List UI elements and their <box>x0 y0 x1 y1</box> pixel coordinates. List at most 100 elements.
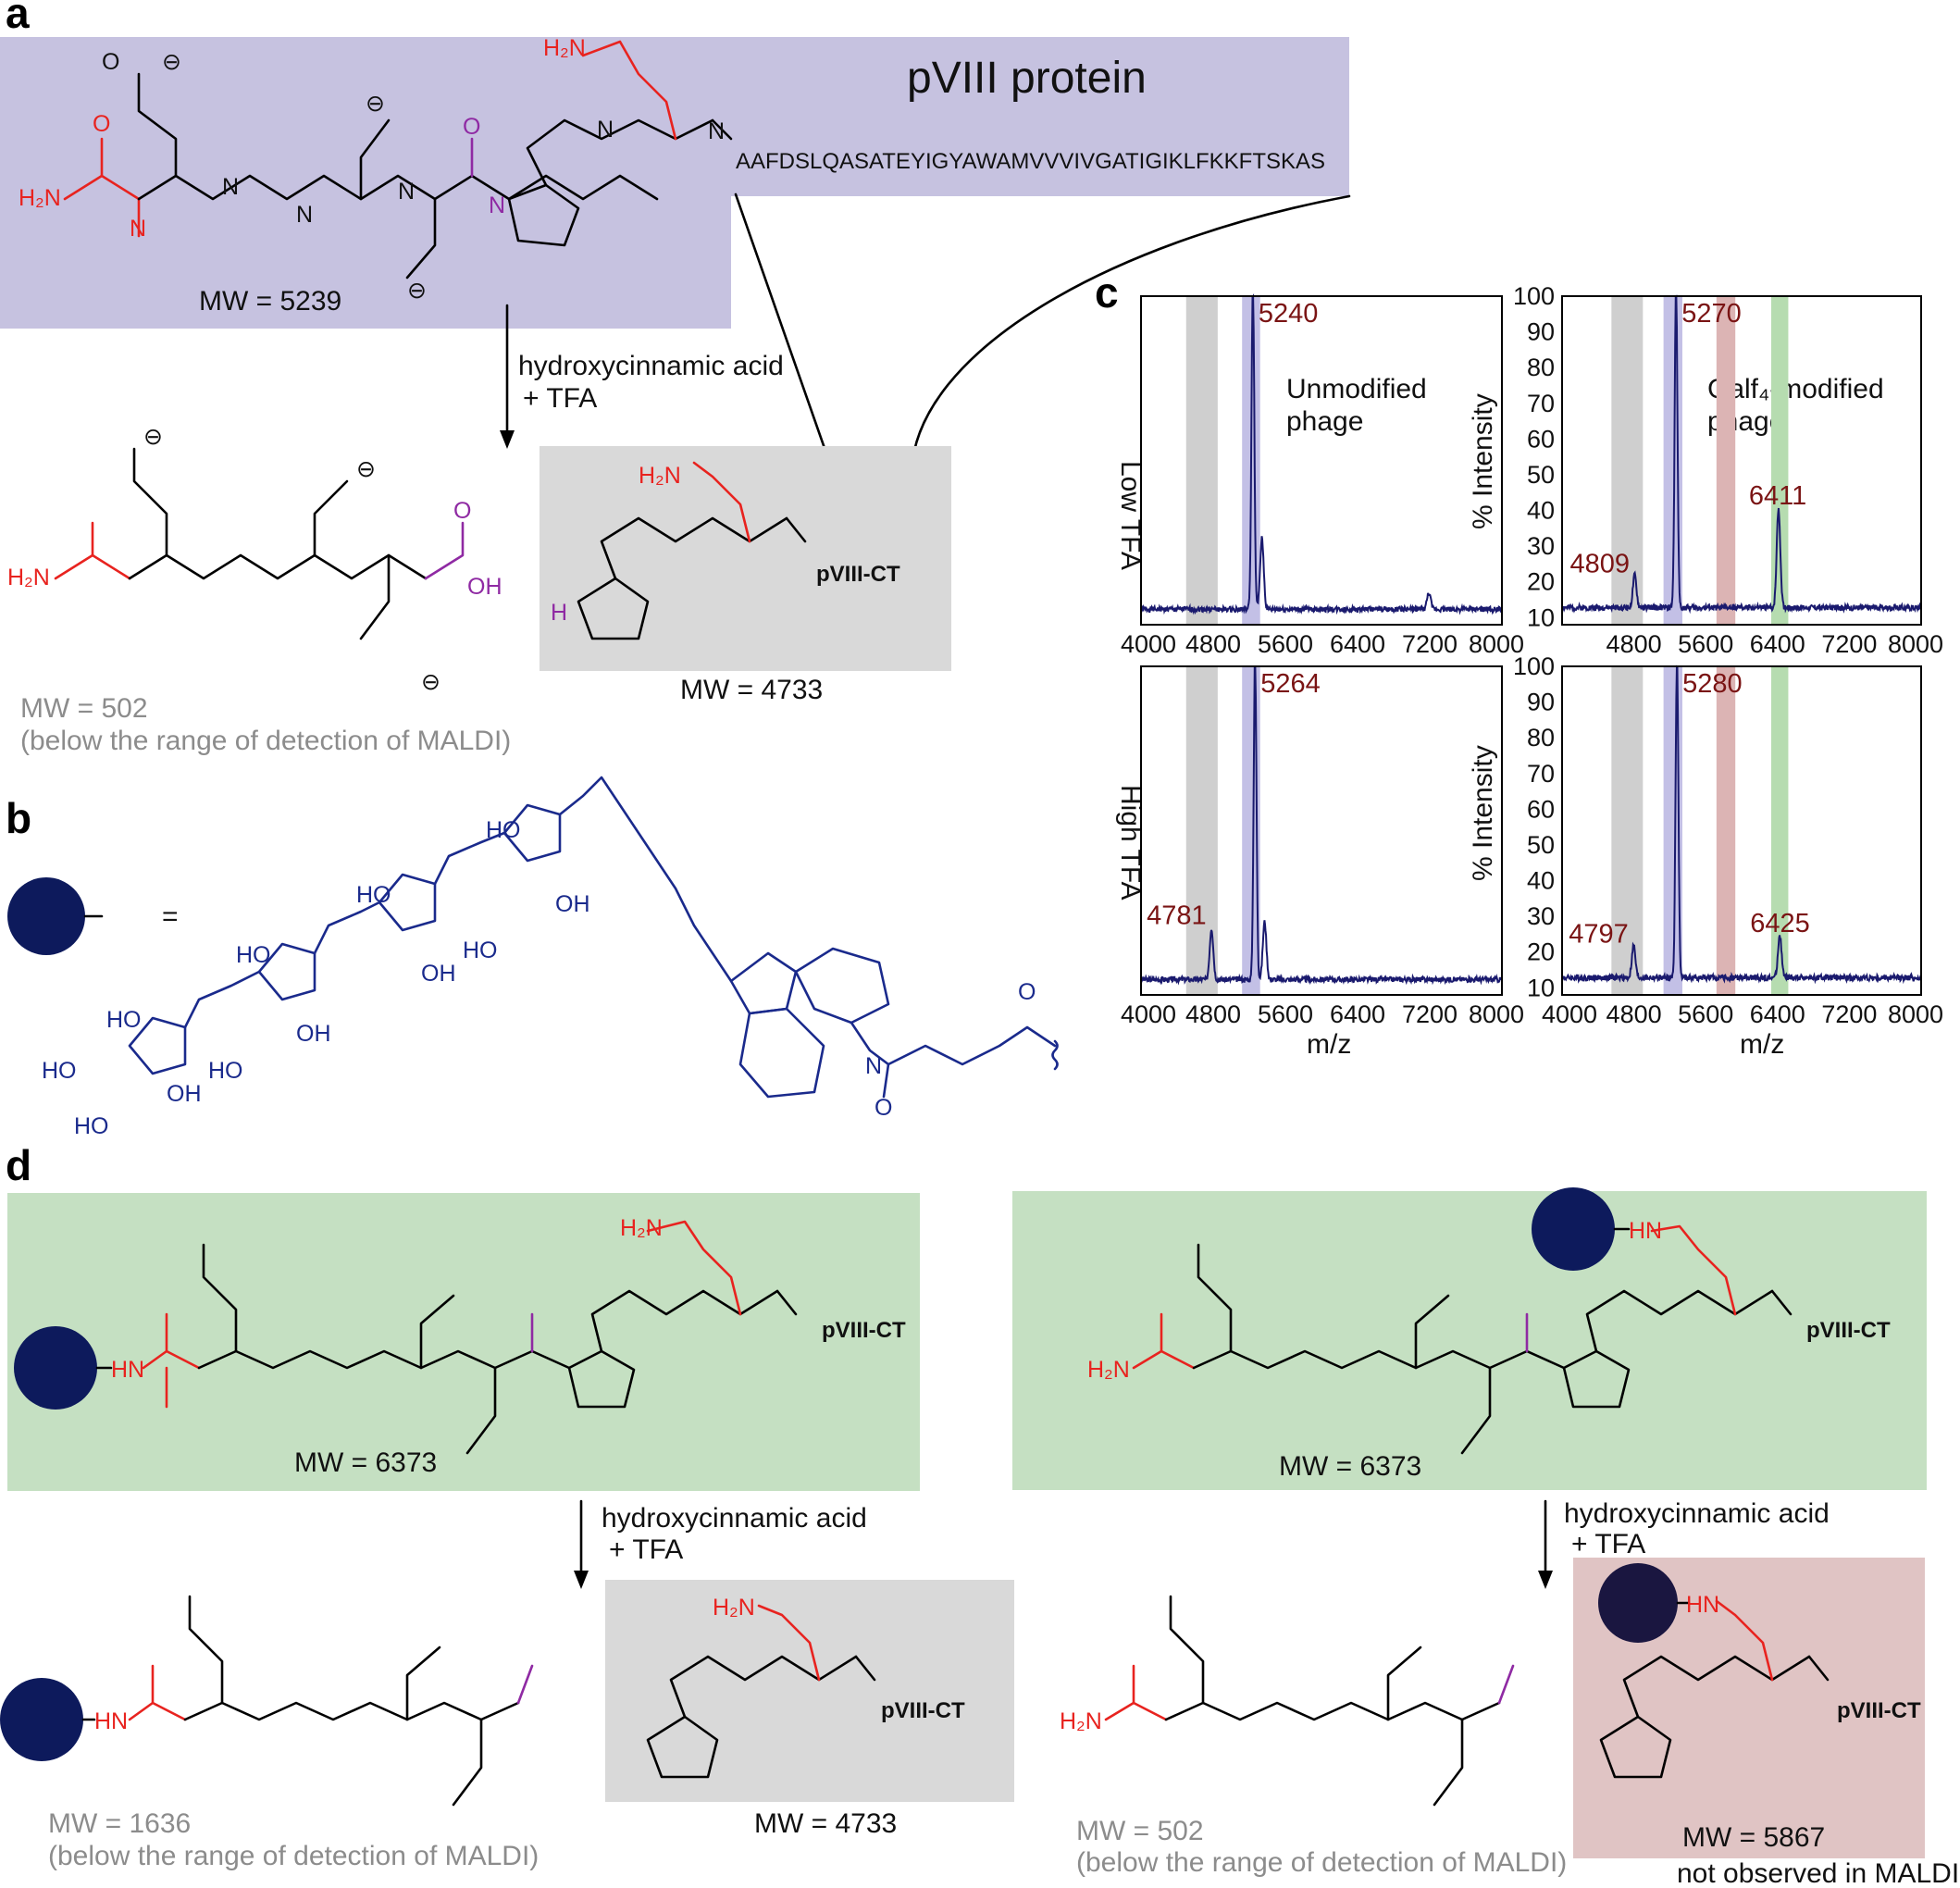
x-tick-8000: 8000 <box>1888 630 1943 658</box>
pviii-ct-label: pVIII-CT <box>1806 1318 1891 1343</box>
y-tick-100: 100 <box>1513 652 1555 680</box>
x-tick-5600: 5600 <box>1258 1000 1313 1028</box>
x-tick-6400: 6400 <box>1330 1000 1385 1028</box>
reagent-right-line2: + TFA <box>1571 1529 1645 1559</box>
y-tick-90: 90 <box>1527 689 1555 716</box>
reagent-line1: hydroxycinnamic acid <box>518 351 784 381</box>
spectrum-trace <box>1140 293 1503 615</box>
x-tick-6400: 6400 <box>1750 1000 1805 1028</box>
mw-5239: MW = 5239 <box>199 286 341 317</box>
spectrum-trace <box>1561 294 1922 615</box>
ho-label: HO <box>463 938 498 963</box>
peak-label-6411: 6411 <box>1749 481 1806 511</box>
n-label: N <box>398 179 415 205</box>
y-tick-90: 90 <box>1527 318 1555 346</box>
panel-c: c Low TFA High TFA % Intensity % Intensi… <box>1095 268 1943 1060</box>
equals-sign: = <box>162 901 179 932</box>
y-tick-50: 50 <box>1527 831 1555 859</box>
peak-label-5270: 5270 <box>1681 299 1742 329</box>
y-tick-70: 70 <box>1527 390 1555 417</box>
ho-label: HO <box>208 1058 243 1084</box>
zoom-line-left <box>734 193 835 474</box>
x-tick-6400: 6400 <box>1750 630 1805 658</box>
n-label: N <box>489 193 505 218</box>
pviii-sequence: AAFDSLQASATEYIGYAWAMVVVIVGATIGIKLFKKFTSK… <box>736 149 1325 174</box>
peak-label-6425: 6425 <box>1750 909 1810 938</box>
x-axis-label-left: m/z <box>1307 1029 1351 1060</box>
x-tick-4800: 4800 <box>1606 630 1662 658</box>
hn-label: HN <box>94 1708 128 1734</box>
lys-sidechain <box>581 40 677 141</box>
oh-label: OH <box>296 1021 331 1047</box>
panel-b: b = HO OH HO OH HO OH HO OH HO HO HO <box>6 776 1059 1139</box>
galf4-symbol <box>14 1326 97 1410</box>
x-tick-4000: 4000 <box>1121 1000 1176 1028</box>
o-label: O <box>463 114 480 140</box>
peak-label-5264: 5264 <box>1260 669 1321 699</box>
y-tick-10: 10 <box>1527 603 1555 631</box>
mw-4733: MW = 4733 <box>680 675 823 705</box>
hn-label: HN <box>1629 1218 1662 1244</box>
asp2-sidechain <box>405 197 437 279</box>
h-label: H <box>551 600 567 626</box>
x-tick-4000: 4000 <box>1542 1000 1597 1028</box>
mw-502: MW = 502 <box>20 693 148 724</box>
peak-label-4809: 4809 <box>1569 550 1630 579</box>
fragment-box-4733 <box>605 1580 1014 1802</box>
n-label: N <box>222 174 239 200</box>
highlight-band-gray <box>1611 666 1644 995</box>
spectrum-trace <box>1140 665 1503 986</box>
ho-label: HO <box>486 817 521 843</box>
x-tick-4800: 4800 <box>1185 630 1241 658</box>
y-tick-60: 60 <box>1527 425 1555 453</box>
n-label: N <box>130 216 146 242</box>
charge-label: ⊖ <box>407 278 427 304</box>
y-tick-80: 80 <box>1527 724 1555 751</box>
oh-label: OH <box>167 1081 202 1107</box>
plot-frame <box>1561 295 1922 626</box>
ho-label: HO <box>42 1058 77 1084</box>
y-tick-40: 40 <box>1527 867 1555 895</box>
arrow-head <box>500 430 515 449</box>
mw-6373-left: MW = 6373 <box>294 1447 437 1478</box>
y-tick-80: 80 <box>1527 354 1555 381</box>
galf4-symbol <box>7 877 85 955</box>
h2n-label: H₂N <box>620 1215 663 1241</box>
small-peptide-structure <box>54 447 465 640</box>
y-tick-100: 100 <box>1513 282 1555 310</box>
galf4-glycan-structure <box>128 776 1057 1099</box>
fragment-structure-4733 <box>646 1604 876 1779</box>
reagent-line2: + TFA <box>523 383 597 414</box>
x-tick-8000: 8000 <box>1469 1000 1524 1028</box>
panel-a: a pVIII protein AAFDSLQASATEYIGYAWAMVVVI… <box>0 0 1351 756</box>
y-tick-60: 60 <box>1527 795 1555 823</box>
x-tick-8000: 8000 <box>1888 1000 1943 1028</box>
ho-label: HO <box>106 1007 142 1033</box>
reagent-right-line1: hydroxycinnamic acid <box>1564 1498 1830 1529</box>
pviii-title: pVIII protein <box>907 54 1147 103</box>
panel-letter-b: b <box>6 794 31 842</box>
highlight-band-red <box>1716 296 1736 625</box>
charge-label: ⊖ <box>162 49 181 75</box>
glu-sidechain <box>137 72 178 178</box>
h2n-label: H₂N <box>7 565 50 590</box>
x-tick-4800: 4800 <box>1606 1000 1662 1028</box>
y-tick-20: 20 <box>1527 568 1555 596</box>
ho-label: HO <box>74 1113 109 1139</box>
hn-label: HN <box>111 1357 144 1383</box>
galf4-symbol <box>0 1678 83 1761</box>
pviii-ct-label: pVIII-CT <box>822 1318 906 1343</box>
to-sequence <box>711 118 733 141</box>
pviii-ct-label: pVIII-CT <box>881 1698 965 1723</box>
y-axis-label-bottom: % Intensity <box>1468 745 1498 881</box>
oh-label: OH <box>421 961 456 987</box>
charge-label: ⊖ <box>356 456 376 482</box>
h2n-label: H₂N <box>1087 1357 1130 1383</box>
x-tick-4000: 4000 <box>1121 630 1176 658</box>
plot-frame <box>1140 295 1503 626</box>
o-label: O <box>93 111 110 137</box>
peptide-full-structure <box>63 40 733 279</box>
attachment-wavy-bond <box>1051 1039 1059 1071</box>
fragment-box <box>540 446 951 671</box>
peak-label-5240: 5240 <box>1259 299 1319 329</box>
